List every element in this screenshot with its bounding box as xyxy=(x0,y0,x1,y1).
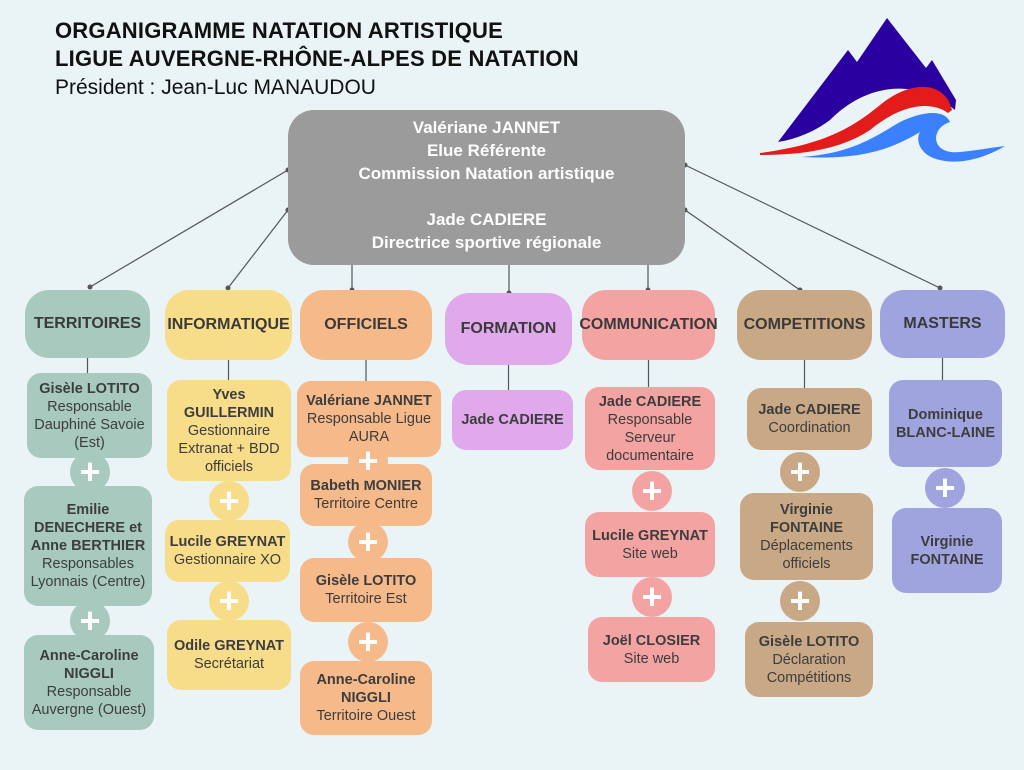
plus-icon: + xyxy=(348,522,388,562)
member-role: Territoire Est xyxy=(325,591,407,607)
member-role: Responsable Dauphiné Savoie (Est) xyxy=(34,398,145,451)
member-name: Jade CADIERE xyxy=(598,393,702,410)
member-role: Site web xyxy=(623,650,680,667)
member-card: Virginie FONTAINE xyxy=(892,508,1002,593)
plus-icon: + xyxy=(70,600,110,641)
member-role: Responsable Serveur documentaire xyxy=(606,411,694,464)
member-name: Yves GUILLERMIN xyxy=(183,386,275,421)
member-name: Virginie FONTAINE xyxy=(910,533,984,568)
member-role: Territoire Ouest xyxy=(316,708,416,724)
top-line-3: Commission Natation artistique xyxy=(358,164,615,183)
plus-icon: + xyxy=(70,452,110,492)
title-line-2: LIGUE AUVERGNE-RHÔNE-ALPES DE NATATION xyxy=(55,46,579,71)
top-box-president-commission: Valériane JANNET Elue Référente Commissi… xyxy=(288,110,685,265)
member-card: Jade CADIERE xyxy=(452,390,573,450)
member-role: Coordination xyxy=(768,420,851,436)
member-name: Gisèle LOTITO xyxy=(758,633,860,650)
top-line-1: Valériane JANNET xyxy=(412,118,561,137)
department-formation: FORMATION xyxy=(445,293,572,365)
plus-icon: + xyxy=(348,621,388,662)
plus-icon: + xyxy=(780,451,820,492)
plus-icon: + xyxy=(925,467,965,508)
top-line-5: Directrice sportive régionale xyxy=(371,233,602,252)
department-officiels: OFFICIELS xyxy=(300,290,432,360)
member-card: Jade CADIERE Coordination xyxy=(747,388,872,450)
logo xyxy=(760,18,1005,162)
top-line-4: Jade CADIERE xyxy=(426,210,547,229)
member-role: Gestionnaire Extranat + BDD officiels xyxy=(178,422,280,475)
plus-icon: + xyxy=(632,471,672,511)
member-role: Responsable Auvergne (Ouest) xyxy=(31,683,147,718)
member-name: Gisèle LOTITO xyxy=(315,573,417,589)
connector-line xyxy=(684,164,941,289)
member-card: Dominique BLANC-LAINE xyxy=(889,380,1002,467)
president-label: Président : Jean-Luc MANAUDOU xyxy=(55,76,376,99)
department-label: COMPETITIONS xyxy=(743,316,866,333)
connector-line xyxy=(227,209,289,289)
connector-line xyxy=(684,209,801,291)
member-name: Babeth MONIER xyxy=(310,478,422,494)
plus-icon: + xyxy=(209,581,249,621)
department-label: FORMATION xyxy=(460,320,557,337)
member-role: Gestionnaire XO xyxy=(173,552,282,568)
member-name: Joël CLOSIER xyxy=(602,632,701,649)
connector-dot xyxy=(937,285,943,291)
department-label: INFORMATIQUE xyxy=(167,316,290,333)
top-line-2: Elue Référente xyxy=(426,141,547,160)
department-informatique: INFORMATIQUE xyxy=(165,290,292,360)
department-communication: COMMUNICATION xyxy=(579,290,718,360)
plus-icon: + xyxy=(209,480,249,521)
member-role: Déplacements officiels xyxy=(760,537,853,572)
title-line-1: ORGANIGRAMME NATATION ARTISTIQUE xyxy=(55,18,504,43)
top-spacer xyxy=(288,185,685,208)
connector-dot xyxy=(225,285,231,291)
member-name: Lucile GREYNAT xyxy=(592,527,708,544)
member-role: Responsables Lyonnais (Centre) xyxy=(30,556,146,590)
member-name: Valériane JANNET xyxy=(306,393,432,409)
department-label: MASTERS xyxy=(903,315,982,332)
connector-line xyxy=(89,169,289,288)
connector-dot xyxy=(87,284,93,290)
member-card: Odile GREYNAT Secrétariat xyxy=(167,620,291,690)
department-label: OFFICIELS xyxy=(324,316,408,333)
department-competitions: COMPETITIONS xyxy=(737,290,872,360)
member-card: Valériane JANNET Responsable Ligue AURA xyxy=(297,381,441,457)
member-name: Lucile GREYNAT xyxy=(169,534,286,550)
member-role: Territoire Centre xyxy=(314,496,418,512)
plus-icon: + xyxy=(632,577,672,617)
member-role: Site web xyxy=(622,545,678,562)
member-name: Virginie FONTAINE xyxy=(769,501,844,536)
plus-icon: + xyxy=(348,440,388,481)
member-role: Déclaration Compétitions xyxy=(766,651,852,686)
department-label: COMMUNICATION xyxy=(579,316,718,333)
plus-icon: + xyxy=(780,581,820,621)
member-role: Secrétariat xyxy=(193,656,265,672)
member-card: Gisèle LOTITO Territoire Est xyxy=(300,558,432,622)
department-masters: MASTERS xyxy=(880,290,1005,358)
member-role: Responsable Ligue AURA xyxy=(306,411,432,445)
member-card: Anne-Caroline NIGGLI Territoire Ouest xyxy=(300,661,432,735)
department-label: TERRITOIRES xyxy=(33,315,142,332)
member-name: Anne-Caroline NIGGLI xyxy=(316,672,416,706)
member-name: Dominique BLANC-LAINE xyxy=(895,406,996,441)
member-name: Jade CADIERE xyxy=(461,412,564,428)
member-name: Emilie DENECHERE et Anne BERTHIER xyxy=(30,502,146,554)
member-name: Anne-Caroline NIGGLI xyxy=(39,647,139,682)
member-card: Lucile GREYNAT Gestionnaire XO xyxy=(165,520,290,582)
member-name: Odile GREYNAT xyxy=(173,638,285,654)
member-name: Gisèle LOTITO xyxy=(39,380,140,397)
member-name: Jade CADIERE xyxy=(758,402,861,418)
department-territoires: TERRITOIRES xyxy=(25,290,150,358)
